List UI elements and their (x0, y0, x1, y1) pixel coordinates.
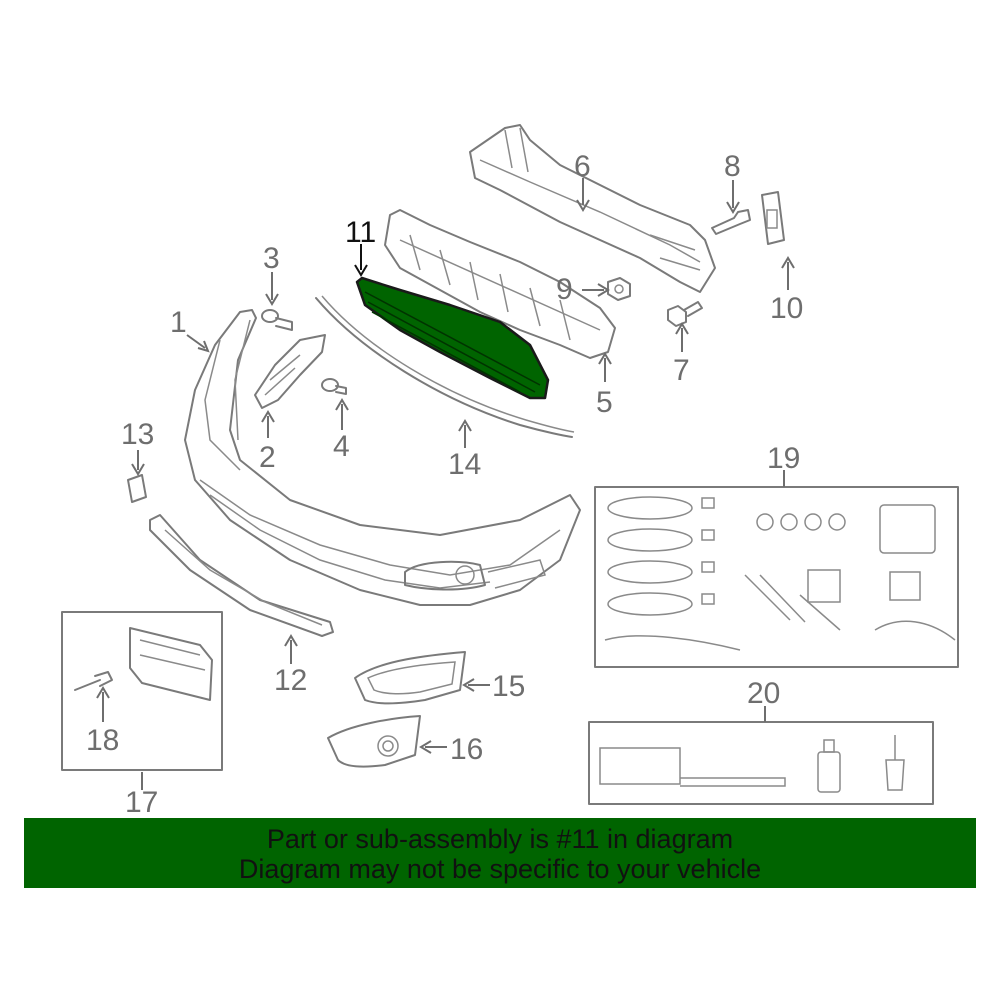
callout-1: 1 (170, 306, 187, 339)
callout-15: 15 (492, 670, 525, 703)
part-9-nut[interactable] (607, 277, 631, 301)
part-15-trim[interactable] (354, 651, 466, 705)
part-10-plate[interactable] (761, 191, 785, 245)
callout-13: 13 (121, 418, 154, 451)
part-12-lower-lip[interactable] (149, 514, 334, 637)
callout-12: 12 (274, 664, 307, 697)
part-4-screw[interactable] (321, 378, 347, 395)
callout-5: 5 (596, 386, 613, 419)
callout-18: 18 (86, 724, 119, 757)
callout-4: 4 (333, 430, 350, 463)
part-5-energy-absorber[interactable] (384, 209, 616, 359)
part-20-kit[interactable] (588, 721, 934, 805)
callout-8: 8 (724, 150, 741, 183)
part-13-clip[interactable] (127, 474, 147, 503)
part-14-molding-strip[interactable] (315, 295, 575, 438)
part-18-pin[interactable] (74, 671, 113, 691)
callout-numbers: 1 2 3 4 5 6 7 8 9 10 11 12 13 14 15 16 1… (86, 150, 803, 819)
callout-2: 2 (259, 441, 276, 474)
part-6-reinforcement-beam[interactable] (469, 124, 716, 293)
part-19-wiring-kit[interactable] (594, 486, 959, 668)
callout-6: 6 (574, 150, 591, 183)
part-8-stud[interactable] (711, 209, 751, 235)
callout-9: 9 (556, 273, 573, 306)
callout-11-highlighted: 11 (345, 216, 376, 249)
callout-3: 3 (263, 242, 280, 275)
banner-line-2: Diagram may not be specific to your vehi… (238, 854, 762, 884)
part-2-bracket[interactable] (254, 334, 326, 409)
info-banner: Part or sub-assembly is #11 in diagram D… (24, 818, 976, 888)
banner-line-1: Part or sub-assembly is #11 in diagram (266, 824, 734, 854)
callout-17: 17 (125, 786, 158, 819)
part-17-kit-box[interactable] (61, 611, 223, 771)
callout-14: 14 (448, 448, 481, 481)
leader-lines (96, 178, 795, 790)
part-1-bumper-cover[interactable] (184, 309, 581, 606)
callout-19: 19 (767, 442, 800, 475)
callout-7: 7 (673, 354, 690, 387)
callout-10: 10 (770, 292, 803, 325)
part-11-grille-highlighted[interactable] (355, 276, 550, 400)
part-16-fog-lamp-bezel[interactable] (327, 715, 421, 768)
callout-16: 16 (450, 733, 483, 766)
callout-20: 20 (747, 677, 780, 710)
part-7-bolt[interactable] (667, 301, 703, 327)
part-3-bolt[interactable] (261, 309, 293, 331)
